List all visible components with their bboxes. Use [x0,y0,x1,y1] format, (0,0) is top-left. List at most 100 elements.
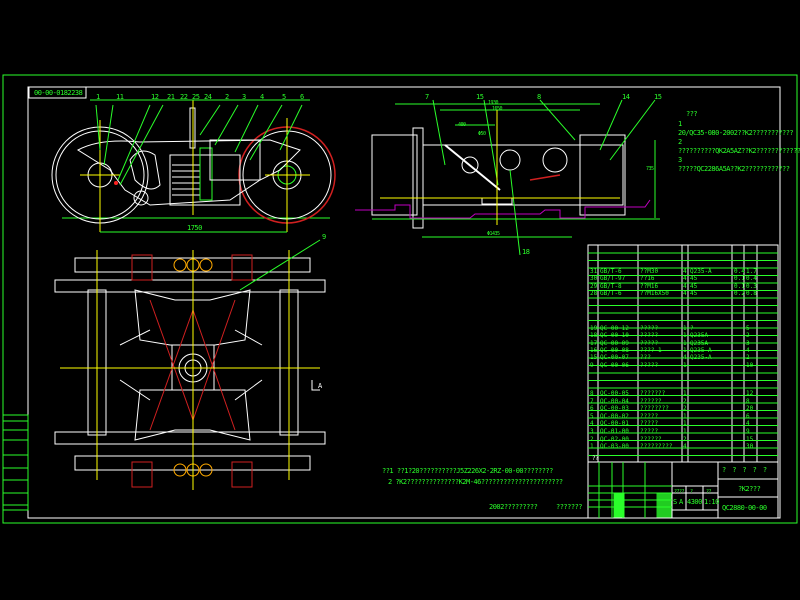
balloon: 24 [204,93,212,101]
cell-code: GB/T-6 [600,289,622,297]
note-line: 3 [678,156,682,164]
cell-w2: 12 [746,390,754,397]
cell-no: 6 [590,405,594,413]
cell-code: QC-00-08 [600,346,629,354]
cell-code: QC-01-00 [600,428,629,435]
weight-value: 4300 [687,498,702,506]
cell-no: 2 [590,435,594,443]
drawing-title: ?K2??? [738,485,761,493]
bottom-note: 2 ?K2??????????????K2M-46???????????????… [388,478,563,486]
balloon: 5 [282,93,286,101]
cell-material: 45 [690,282,698,290]
cell-name: ????? [640,332,659,340]
balloon: 18 [522,248,530,256]
cell-name: ????? [640,428,659,435]
cell-w2: 20 [746,405,754,413]
cell-qty: 2 [683,435,687,443]
title-block-grid [587,461,779,519]
balloon: 4 [260,93,264,101]
end-view [355,99,660,256]
stage-value: S [673,498,677,506]
cell-qty: 4 [683,354,687,362]
cell-no: 7 [590,397,594,405]
stage-value-2: A [679,498,683,506]
cell-material: 45 [690,275,698,283]
cell-qty: 1 [683,332,687,340]
cell-code: GB/T-8 [600,282,622,290]
cell-no: 3 [590,428,594,435]
cell-w2: 3 [746,339,750,347]
note-line: ?????QC2286A5A??K2???????????? [678,165,790,173]
notes-title: ??? [686,110,698,118]
cell-code: QC-00-04 [600,397,629,405]
inner-frame [27,86,781,519]
cell-w2: 4 [746,346,750,354]
note-line: 1 [678,120,682,128]
cell-qty: 1 [683,428,687,435]
cell-code: QC-00-05 [600,390,629,397]
dimension: 400 [458,122,466,128]
cell-name: ????? [640,361,659,369]
cell-code: QC-02-00 [600,435,629,443]
balloon: 3 [242,93,246,101]
bottom-note: ??1 ??1?20??????????J5Z226X2-2RZ-00-00??… [382,467,553,475]
cell-no: 28 [590,289,598,297]
cell-material: Q235A [690,339,709,347]
cell-qty: 1 [683,339,687,347]
cell-name: ?????? [640,397,662,405]
cell-qty: 4 [683,289,687,297]
cell-w1: 0.1 [734,275,745,283]
cell-qty: 1 [683,325,687,332]
cell-material: Q235-A [690,346,712,354]
cell-code: QC-00-09 [600,339,629,347]
cell-w2: 2 [746,354,750,362]
cell-w1: 0.2 [734,289,745,297]
outer-frame [2,74,798,524]
cell-name: ????? [640,339,659,347]
cell-w2: 2 [746,332,750,340]
drawing-number-label: 00-00-0182238 [34,89,83,97]
cell-material: ? [690,325,694,332]
cell-material: Q235-A [690,354,712,362]
cell-code: GB/T-6 [600,268,622,275]
plan-view [54,239,326,490]
cell-code: QC-00-01 [600,420,629,428]
cell-no: 19 [590,325,598,332]
cell-qty: 1 [683,420,687,428]
dimension: 735 [646,166,654,172]
cell-material: 45 [690,289,698,297]
balloon: 22 [180,93,188,101]
cell-name: ??16 [640,275,655,283]
cell-code: QC-03-00 [600,443,629,451]
cell-code: QC-00-06 [600,361,629,369]
cell-name: ??? [640,354,651,362]
cell-w2: 9 [746,428,750,435]
cell-w1: 0.4 [734,268,745,275]
cell-no: 16 [590,346,598,354]
cell-qty: 1 [683,412,687,420]
title-block-sign-lines [588,462,672,518]
cell-name: ??M16X50 [640,289,669,297]
cell-w2: 15 [746,435,754,443]
drawing-number-box [28,86,87,99]
cell-code: QC-00-02 [600,412,629,420]
dimension: Φ50 [478,131,486,137]
dimension: Φ1435 [487,231,500,237]
weight-label: ? [690,489,693,495]
footer-year-text: 2002????????? [489,503,538,511]
cell-qty: 1 [683,390,687,397]
balloon: 21 [167,93,175,101]
cell-w2: 0.3 [746,282,757,290]
cell-qty: 1 [683,361,687,369]
cell-qty: 2 [683,397,687,405]
